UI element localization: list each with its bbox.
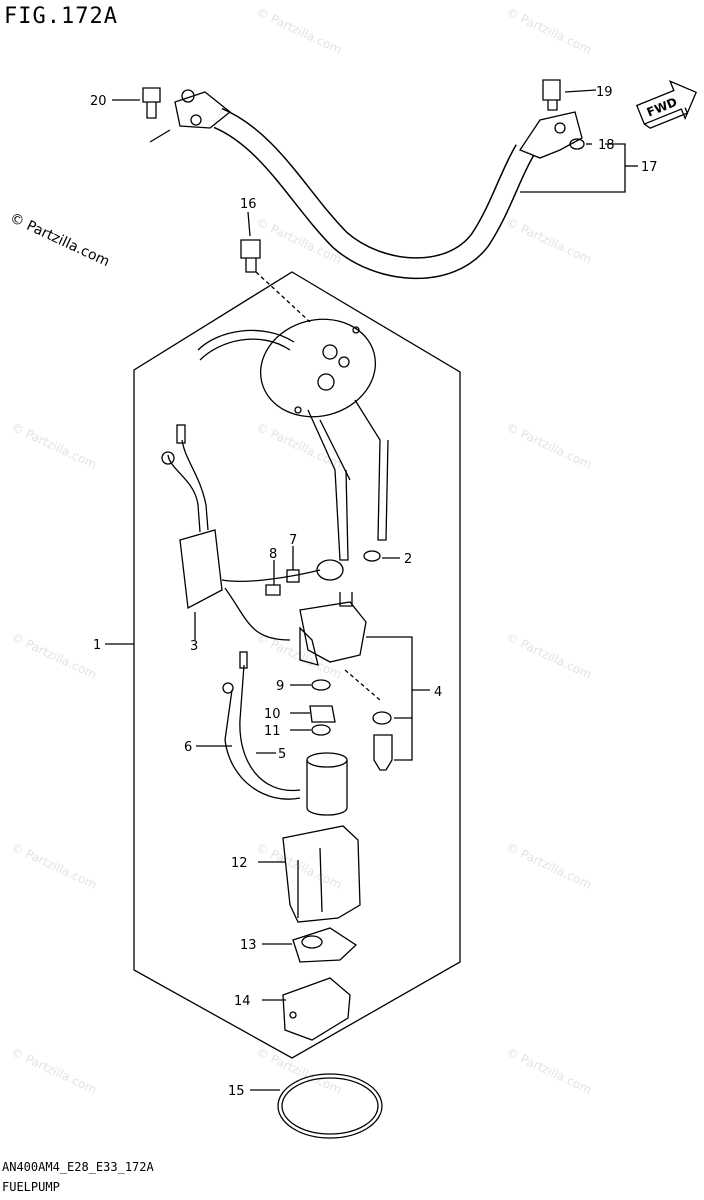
callout-2: 2 xyxy=(404,552,412,567)
regulator-valve xyxy=(373,734,393,771)
hose-fitting-left xyxy=(174,91,232,129)
fwd-arrow: FWD xyxy=(635,80,698,129)
fuel-pump-motor xyxy=(306,760,348,816)
fitting-10 xyxy=(309,705,336,723)
callout-13: 13 xyxy=(240,938,257,953)
callout-1: 1 xyxy=(93,638,101,653)
regulator-seal xyxy=(372,711,392,725)
figure-title: FIG.172A xyxy=(4,4,118,29)
o-ring-9 xyxy=(311,679,331,691)
gasket-15 xyxy=(277,1073,383,1139)
callout-18: 18 xyxy=(598,138,615,153)
callout-16: 16 xyxy=(240,197,257,212)
callout-17: 17 xyxy=(641,160,658,175)
bolt-16 xyxy=(240,239,261,273)
pressure-regulator-body xyxy=(299,601,367,663)
callout-10: 10 xyxy=(264,707,281,722)
o-ring-11 xyxy=(311,724,331,736)
callout-19: 19 xyxy=(596,85,613,100)
callout-4: 4 xyxy=(434,685,442,700)
pump-case xyxy=(282,825,361,923)
callout-15: 15 xyxy=(228,1084,245,1099)
callout-12: 12 xyxy=(231,856,248,871)
callout-11: 11 xyxy=(264,724,281,739)
cushion-2 xyxy=(363,550,381,562)
pump-flange xyxy=(259,318,377,418)
callout-3: 3 xyxy=(190,639,198,654)
screw-8 xyxy=(265,584,281,596)
bolt-19 xyxy=(542,79,561,111)
assembly-outline xyxy=(133,271,461,1059)
callout-5: 5 xyxy=(278,747,286,762)
callout-7: 7 xyxy=(289,533,297,548)
diagram-code: AN400AM4_E28_E33_172A xyxy=(2,1160,154,1174)
hose-fitting-right xyxy=(519,111,583,159)
bolt-20 xyxy=(142,87,161,119)
pump-bracket xyxy=(282,977,351,1041)
callout-8: 8 xyxy=(269,547,277,562)
callout-6: 6 xyxy=(184,740,192,755)
o-ring-18 xyxy=(569,138,585,150)
fuel-level-sender xyxy=(179,529,223,610)
callout-20: 20 xyxy=(90,94,107,109)
callout-14: 14 xyxy=(234,994,251,1009)
diagram-name: FUELPUMP xyxy=(2,1180,60,1194)
callout-9: 9 xyxy=(276,679,284,694)
fuel-filter xyxy=(292,927,358,963)
